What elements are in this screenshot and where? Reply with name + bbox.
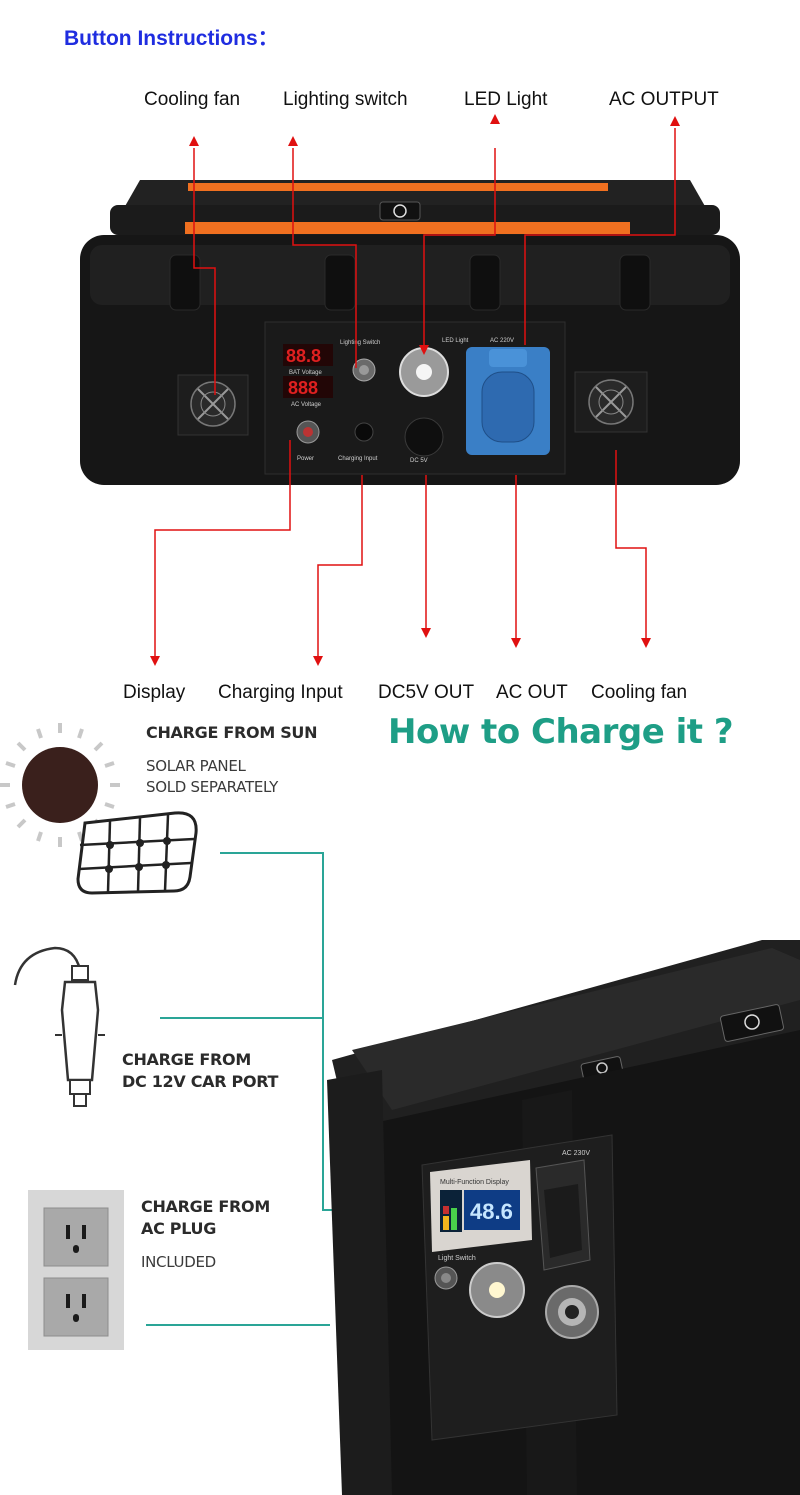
label-charging-input: Charging Input [218, 682, 343, 703]
charge-from-sun-title: CHARGE FROM SUN [146, 723, 318, 742]
orange-stripe-top [188, 183, 608, 191]
bat-voltage-label: BAT Voltage [289, 370, 322, 376]
callout-arrows-bottom [154, 440, 647, 658]
orange-stripe-bottom [185, 222, 630, 234]
wall-outlet-icon [28, 1190, 124, 1350]
label-led-light: LED Light [464, 89, 548, 110]
bat-voltage-display [283, 344, 333, 366]
label-lighting-switch: Lighting switch [283, 89, 408, 110]
ac-voltage-digits: 888 [288, 378, 318, 398]
led-light-label: LED Light [442, 338, 469, 344]
sun-solar-icon [0, 723, 198, 895]
charge-from-car-title-1: CHARGE FROM [122, 1050, 251, 1069]
label-display: Display [123, 682, 186, 703]
ac-voltage-display [283, 376, 333, 398]
dc5v-port-cap [404, 417, 444, 457]
label-ac-out: AC OUT [496, 682, 568, 703]
solar-panel-text: SOLAR PANEL [146, 757, 246, 775]
label-dc5v-out: DC5V OUT [378, 682, 475, 703]
power-station-front-image: 88.8 BAT Voltage 888 AC Voltage Power Li… [80, 114, 740, 666]
display-readout: 48.6 [470, 1199, 513, 1224]
solar-panel-icon [76, 811, 198, 895]
callout-arrows-top [193, 128, 676, 395]
car-charger-icon [13, 946, 105, 1107]
charge-from-ac-title-1: CHARGE FROM [141, 1197, 270, 1216]
power-label: Power [297, 456, 314, 462]
charge-from-car-title-2: DC 12V CAR PORT [122, 1072, 279, 1091]
light-switch-label: Light Switch [438, 1255, 476, 1262]
included-text: INCLUDED [141, 1253, 216, 1271]
label-cooling-fan-bottom: Cooling fan [591, 682, 688, 703]
how-to-charge-heading: How to Charge it ? [388, 712, 734, 752]
section-title: Button Instructions： [64, 27, 279, 50]
power-station-angled-image: Multi-Function Display 48.6 AC 230V Ligh… [327, 940, 800, 1495]
charge-from-ac-title-2: AC PLUG [141, 1219, 217, 1238]
lighting-switch-label: Lighting Switch [340, 340, 380, 346]
sun-rays [0, 723, 120, 847]
bat-voltage-digits: 88.8 [286, 346, 321, 366]
label-cooling-fan-top: Cooling fan [144, 89, 241, 110]
charging-input-port [354, 422, 374, 442]
ac-voltage-label: AC Voltage [291, 402, 322, 408]
sun-icon [22, 747, 98, 823]
ac-230v-label: AC 230V [562, 1150, 590, 1157]
display-title: Multi-Function Display [440, 1179, 509, 1186]
label-ac-output: AC OUTPUT [609, 89, 719, 110]
charging-input-label: Charging Input [338, 456, 378, 462]
dc5v-label: DC 5V [410, 458, 428, 464]
ac-220v-label: AC 220V [490, 338, 514, 344]
sold-separately-text: SOLD SEPARATELY [146, 778, 278, 796]
